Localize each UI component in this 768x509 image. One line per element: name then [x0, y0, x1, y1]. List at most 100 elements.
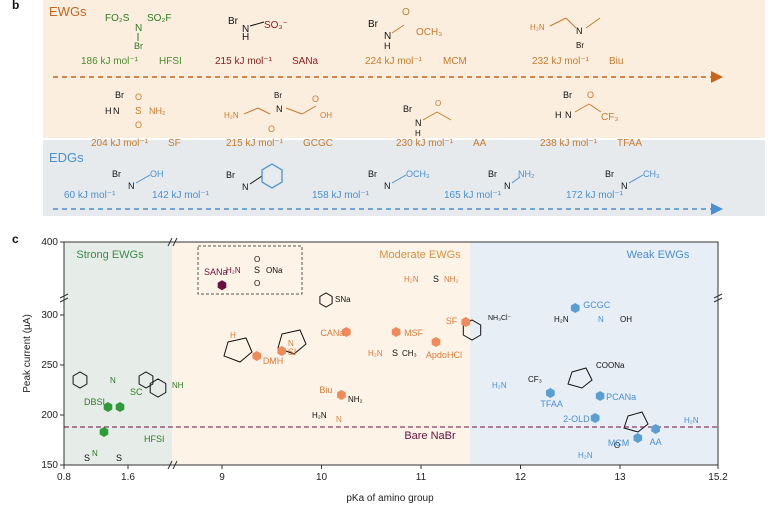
ewg2-energy-1: 215 kJ mol⁻¹ [226, 138, 283, 149]
ewg-title: EWGs [49, 4, 87, 19]
ewg-arrow [53, 71, 723, 83]
svg-text:N: N [135, 23, 142, 34]
point-label-tfaa: TFAA [540, 399, 563, 409]
edg-title: EDGs [49, 150, 84, 165]
svg-text:H: H [415, 129, 421, 136]
x-tick-label: 1.6 [121, 472, 135, 483]
panel-letter-b: b [12, 0, 20, 12]
svg-text:Br: Br [228, 16, 239, 27]
point-tfaa [546, 388, 555, 398]
svg-text:H: H [384, 41, 391, 49]
svg-text:O: O [135, 92, 142, 102]
apdo-nh3cl: NH₃Cl⁻ [488, 315, 512, 322]
point-label-apdohcl: ApdoHCl [426, 350, 462, 360]
biu-n: N [336, 415, 342, 424]
gcgc-oh: OH [620, 315, 632, 324]
svg-text:OH: OH [320, 111, 332, 120]
hfsi-s2: S [116, 453, 122, 463]
ewg1-energy-2: 224 kJ mol⁻¹ [365, 56, 422, 67]
point-si [277, 346, 286, 356]
edg-arrow [53, 203, 723, 215]
svg-text:OCH₃: OCH₃ [416, 27, 442, 38]
sc-nh: NH [172, 381, 184, 390]
mcm-h2n: H₂N [578, 451, 593, 460]
svg-text:N: N [621, 181, 628, 191]
sana-o-top: O [254, 255, 260, 264]
dbsi-ring-left [72, 371, 88, 389]
sana-h2n: H₂N [226, 266, 241, 275]
structure-sana: Br H N SO₃⁻ [228, 16, 288, 43]
msf-ch3: CH₃ [402, 349, 417, 358]
edg-box: EDGs [43, 140, 765, 216]
ewg1-energy-1: 215 kJ mol⁻¹ [215, 56, 272, 67]
svg-text:N: N [565, 110, 572, 120]
region-label-1: Strong EWGs [76, 249, 144, 261]
ewg-box: EWGs [43, 0, 765, 138]
point-label-dmh: DMH [263, 356, 284, 366]
point-label-aa: AA [650, 437, 662, 447]
region-3 [470, 242, 718, 465]
structure-edg-nh2: Br N NH₂ [488, 169, 535, 191]
point-apdohcl [431, 337, 441, 347]
point-label-gcgc: GCGC [583, 300, 611, 310]
svg-text:SO₃⁻: SO₃⁻ [264, 20, 288, 31]
svg-text:OH: OH [150, 169, 164, 179]
svg-text:Br: Br [368, 19, 379, 30]
point-hfsi [99, 427, 109, 437]
svg-text:H₂N: H₂N [224, 111, 239, 120]
point-label-si: SI [288, 347, 297, 357]
x-break-mark [167, 460, 173, 470]
point-gcgc [570, 303, 580, 313]
gcgc-n: N [598, 315, 604, 324]
svg-text:Br: Br [226, 170, 235, 180]
structure-biu: H₂N N Br [530, 17, 601, 50]
y-break-mark [59, 297, 69, 303]
svg-text:Br: Br [576, 41, 584, 50]
svg-text:SO₂F: SO₂F [147, 13, 171, 24]
ewg1-name-1: SANa [292, 56, 319, 67]
point-label-biu: Biu [319, 385, 332, 395]
svg-text:O: O [402, 7, 410, 18]
edg-energy-3: 165 kJ mol⁻¹ [444, 190, 501, 201]
x-tick-label: 13 [614, 472, 626, 483]
y-break-mark [59, 293, 69, 299]
point-label-mcm: MCM [608, 438, 630, 448]
point-label-pcana: PCANa [606, 392, 636, 402]
point-label-sc: SC [130, 387, 143, 397]
point-aa [651, 424, 660, 434]
ewg2-name-2: AA [473, 138, 487, 149]
svg-text:N: N [504, 181, 511, 191]
svg-text:Br: Br [403, 104, 412, 114]
gcgc-h2n: H₂N [554, 315, 569, 324]
svg-text:N: N [384, 181, 391, 191]
hfsi-n: N [92, 449, 98, 458]
x-tick-label: 10 [316, 472, 328, 483]
svg-text:FO₂S: FO₂S [105, 13, 130, 24]
svg-text:H: H [242, 32, 249, 43]
ewg2-name-0: SF [168, 138, 181, 149]
y-tick-label: 400 [41, 237, 58, 248]
structure-tfaa: Br H N O CF₃ [555, 90, 618, 123]
svg-text:CH₃: CH₃ [643, 169, 660, 179]
edg-energy-0: 60 kJ mol⁻¹ [64, 190, 116, 201]
edg-energy-2: 158 kJ mol⁻¹ [312, 190, 369, 201]
x-tick-label: 9 [219, 472, 225, 483]
svg-text:CF₃: CF₃ [601, 112, 618, 123]
structure-edg-och3: Br N OCH₃ [368, 169, 430, 191]
x-break-mark [172, 460, 178, 470]
sana-ona: ONa [266, 266, 283, 275]
structure-mcm: Br N H O OCH₃ [368, 7, 442, 49]
svg-text:S: S [135, 106, 142, 117]
structure-aa: Br N H O [403, 100, 452, 136]
cana-ring [319, 292, 333, 308]
point-pcana [595, 391, 605, 401]
point-label-hfsi: HFSI [144, 434, 165, 444]
structure-edg-ch3: Br N CH₃ [605, 169, 660, 191]
ewg1-name-0: HFSI [159, 56, 182, 67]
ewg2-name-1: GCGC [303, 138, 333, 149]
svg-text:O: O [435, 100, 441, 108]
svg-text:N: N [415, 118, 422, 128]
old-ring [623, 411, 649, 433]
svg-text:Br: Br [488, 169, 497, 179]
